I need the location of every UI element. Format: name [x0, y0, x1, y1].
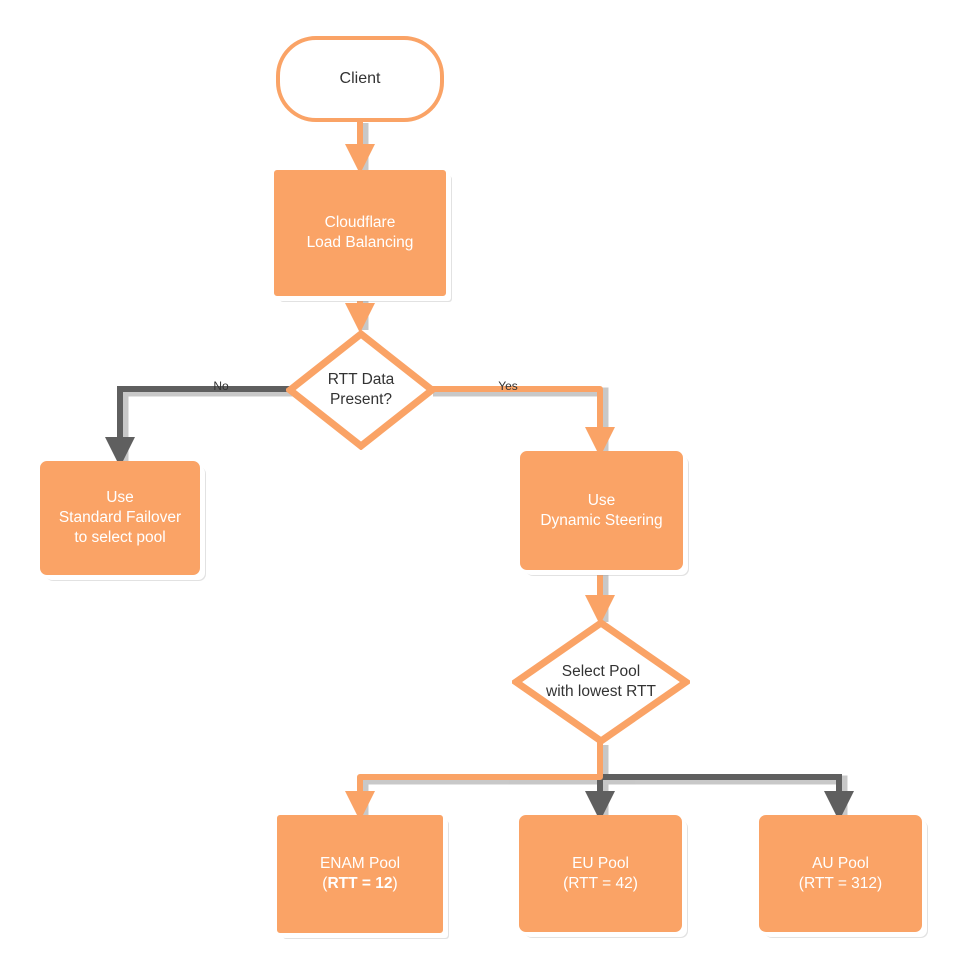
edge-label-no: No [213, 379, 229, 393]
node-enam-pool[interactable]: ENAM Pool (RTT = 12) [277, 815, 443, 933]
edge-group-gray [105, 386, 854, 821]
node-enam-pool-rtt-value: RTT = 12 [327, 875, 393, 892]
node-eu-pool-rtt: (RTT = 42) [563, 874, 638, 894]
edge-group-highlighted [345, 121, 615, 821]
node-enam-pool-paren-open: ( [322, 875, 328, 892]
edge-rtt-check-to-dynamic-steering [430, 386, 615, 457]
rtt-check-diamond-shape [286, 330, 436, 450]
node-eu-pool-paren-open: ( [563, 874, 569, 892]
node-load-balancing-label-line1: Cloudflare [324, 214, 396, 232]
node-au-pool-rtt-value: RTT = 312 [803, 874, 878, 892]
node-standard-failover-label-line1: Use [106, 489, 134, 507]
node-eu-pool-paren-close: ) [632, 874, 638, 892]
node-rtt-check[interactable]: RTT Data Present? [286, 330, 436, 450]
node-standard-failover-label-line3: to select pool [74, 528, 166, 546]
node-dynamic-steering-label-line1: Use [587, 491, 616, 509]
node-au-pool-rtt: (RTT = 312) [799, 874, 882, 894]
edge-select-pool-to-au-pool [600, 774, 854, 821]
node-dynamic-steering[interactable]: Use Dynamic Steering [520, 451, 683, 570]
node-standard-failover[interactable]: Use Standard Failover to select pool [40, 461, 200, 575]
node-eu-pool-label-line1: EU Pool [572, 854, 629, 872]
node-load-balancing[interactable]: Cloudflare Load Balancing [274, 170, 446, 296]
edge-label-yes: Yes [498, 379, 518, 393]
node-enam-pool-label-line1: ENAM Pool [319, 855, 401, 873]
node-client-label: Client [339, 69, 381, 87]
node-client[interactable]: Client [276, 36, 444, 122]
edge-rtt-check-to-standard-failover [105, 386, 290, 467]
edge-shadow-group [119, 123, 848, 818]
node-load-balancing-label-line2: Load Balancing [306, 234, 414, 251]
select-pool-diamond-shape [512, 619, 690, 745]
node-enam-pool-paren-close: ) [392, 875, 398, 892]
node-eu-pool-rtt-value: RTT = 42 [568, 874, 633, 892]
node-dynamic-steering-label-line2: Dynamic Steering [540, 511, 663, 529]
node-select-pool[interactable]: Select Pool with lowest RTT [512, 619, 690, 745]
node-eu-pool[interactable]: EU Pool (RTT = 42) [519, 815, 682, 932]
node-au-pool-label-line1: AU Pool [812, 854, 869, 872]
node-au-pool-paren-open: ( [798, 874, 804, 892]
node-standard-failover-label-line2: Standard Failover [58, 509, 182, 527]
node-au-pool[interactable]: AU Pool (RTT = 312) [759, 815, 922, 932]
node-enam-pool-rtt: (RTT = 12) [322, 874, 397, 894]
node-au-pool-paren-close: ) [877, 874, 883, 892]
edge-select-pool-to-enam-pool [345, 742, 603, 821]
